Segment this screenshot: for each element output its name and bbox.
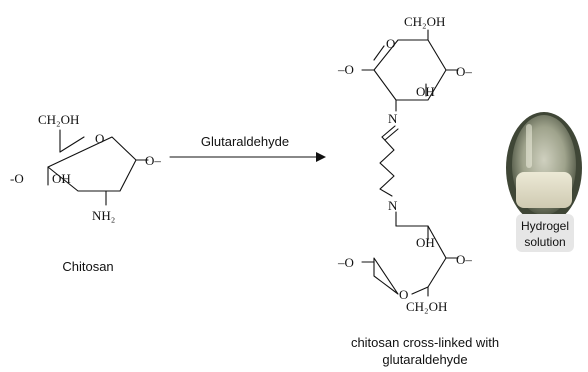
hydrogel-photo: Hydrogel solution bbox=[506, 112, 582, 252]
chitosan-structure: CH₂OH O O– -O OH NH₂ Chitosan bbox=[10, 112, 161, 274]
top-n-label: N bbox=[388, 111, 398, 126]
top-left-o-label: –O bbox=[337, 62, 354, 77]
photo-label-line1: Hydrogel bbox=[521, 219, 569, 233]
chitosan-nh2-label: NH₂ bbox=[92, 208, 115, 223]
top-oh-label: OH bbox=[416, 84, 435, 99]
chitosan-label: Chitosan bbox=[62, 259, 113, 274]
bottom-oh-label: OH bbox=[416, 235, 435, 250]
bottom-ch2oh-label: CH₂OH bbox=[406, 299, 447, 314]
chitosan-ring bbox=[47, 136, 137, 192]
bottom-right-o-label: O– bbox=[456, 252, 472, 267]
bottom-n-label: N bbox=[388, 198, 398, 213]
chitosan-left-o-label: -O bbox=[10, 171, 24, 186]
reaction-arrow-group: Glutaraldehyde bbox=[169, 134, 326, 162]
reaction-arrowhead bbox=[316, 152, 326, 162]
crosslinked-caption-line2: glutaraldehyde bbox=[382, 352, 467, 367]
bottom-left-o-label: –O bbox=[337, 255, 354, 270]
photo-label-bg bbox=[516, 214, 574, 252]
photo-label-line2: solution bbox=[524, 235, 565, 249]
bottom-unit-ring bbox=[373, 225, 447, 295]
chitosan-right-o-label: O– bbox=[145, 153, 161, 168]
vial-liquid bbox=[516, 172, 572, 208]
crosslinked-structure: CH₂OH O –O O– OH N N OH O– –O O CH₂OH ch… bbox=[337, 14, 499, 367]
top-unit-ring bbox=[373, 39, 447, 101]
top-imine-bond-1 bbox=[381, 125, 396, 138]
reagent-label: Glutaraldehyde bbox=[201, 134, 289, 149]
crosslinked-caption-line1: chitosan cross-linked with bbox=[351, 335, 499, 350]
vial-highlight bbox=[526, 124, 532, 168]
chitosan-ring-o-label: O bbox=[95, 131, 104, 146]
chitosan-ch2oh-label: CH₂OH bbox=[38, 112, 79, 127]
glutaraldehyde-linker bbox=[379, 136, 395, 197]
bottom-ring-o-label: O bbox=[399, 287, 408, 302]
top-ring-o-label: O bbox=[386, 36, 395, 51]
top-imine-bond-2 bbox=[384, 128, 399, 141]
chitosan-oh-label: OH bbox=[52, 171, 71, 186]
top-right-o-label: O– bbox=[456, 64, 472, 79]
top-ch2oh-label: CH₂OH bbox=[404, 14, 445, 29]
